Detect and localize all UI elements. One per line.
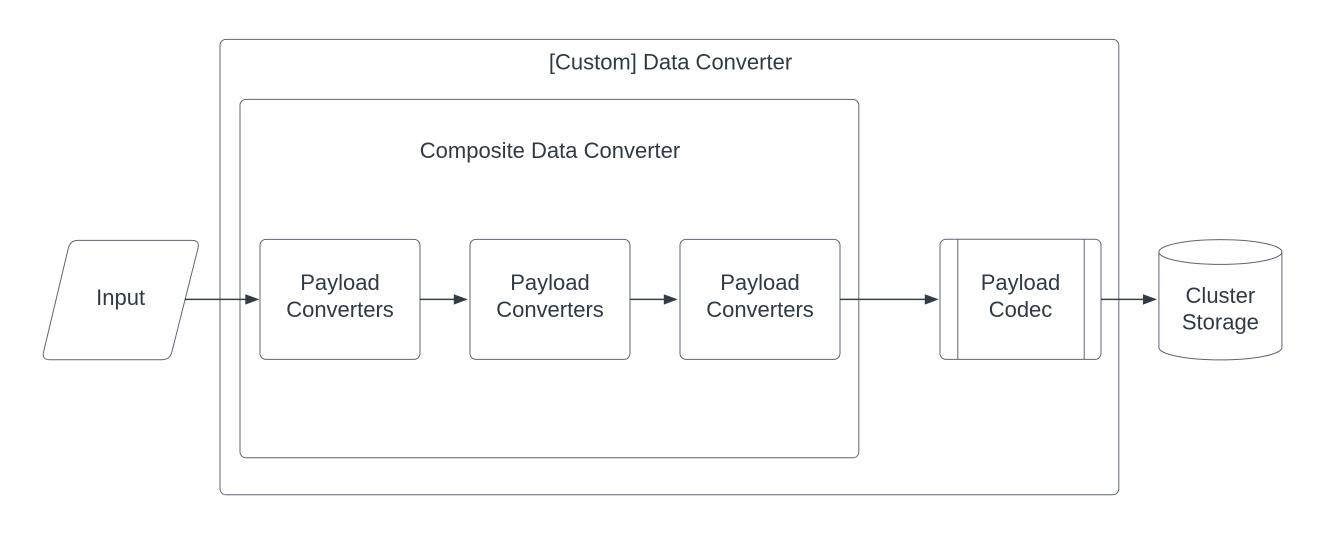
svg-text:Storage: Storage (1182, 310, 1259, 335)
svg-text:Composite Data Converter: Composite Data Converter (420, 138, 680, 163)
svg-text:Converters: Converters (706, 297, 814, 322)
svg-text:Payload: Payload (720, 270, 800, 295)
svg-text:Cluster: Cluster (1186, 283, 1256, 308)
svg-text:Payload: Payload (510, 270, 590, 295)
svg-text:Input: Input (96, 285, 145, 310)
svg-text:Codec: Codec (989, 297, 1053, 322)
svg-text:Converters: Converters (496, 297, 604, 322)
svg-text:Payload: Payload (981, 270, 1061, 295)
svg-text:Payload: Payload (300, 270, 380, 295)
svg-text:Converters: Converters (286, 297, 394, 322)
svg-text:[Custom] Data Converter: [Custom] Data Converter (549, 50, 792, 75)
